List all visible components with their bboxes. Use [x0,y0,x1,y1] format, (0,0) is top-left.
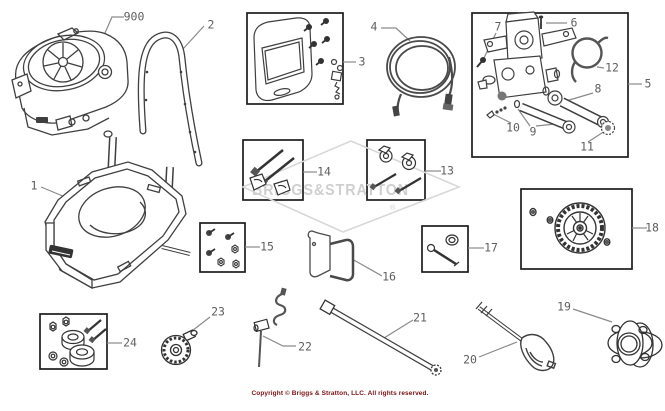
engine-illustration [11,27,129,138]
panel-valve-parts [330,58,344,100]
leader-11 [587,130,606,143]
frame-sticker [48,244,74,259]
bearing-kit-24 [48,316,107,367]
callout-3: 3 [358,54,366,69]
kit-17 [426,234,460,267]
callout-24: 24 [123,335,137,350]
leader-lines [40,16,647,358]
callout-4: 4 [370,19,378,34]
callout-5: 5 [644,76,652,91]
bolt-7 [476,57,486,68]
parts-10 [486,106,507,119]
wheel-illustration [529,202,611,254]
callout-18: 18 [645,220,659,235]
leader-4 [381,27,411,42]
callout-19: 19 [557,299,571,314]
watermark-diamond-icon [241,140,462,233]
hardware-kit-14 [249,149,295,196]
callout-1: 1 [30,178,38,193]
leader-21 [383,319,414,339]
watermark-brand: BRIGGS&STRATTON [252,182,409,199]
fastener-kit-15 [206,228,240,269]
callout-13: 13 [440,163,454,178]
nozzle-holder-illustration [607,320,663,368]
callout-900: 900 [123,9,145,24]
pump-illustration [476,11,616,136]
spray-gun-illustration [475,301,557,372]
handle-illustration [137,31,203,167]
cap-11 [600,120,616,136]
callout-2: 2 [207,17,215,32]
callout-22: 22 [298,339,312,354]
hose-12 [570,36,609,83]
callout-11: 11 [580,139,594,154]
callout-6: 6 [570,15,578,30]
callout-17: 17 [484,240,498,255]
leader-12 [596,66,605,69]
callout-23: 23 [211,304,225,319]
leader-19 [572,308,613,323]
callout-14: 14 [317,164,331,179]
hose-illustration [386,36,456,117]
callout-9: 9 [529,124,537,139]
screw-6 [538,15,544,29]
copyright-notice: Copyright © Briggs & Stratton, LLC. All … [251,390,429,397]
callout-8: 8 [594,81,602,96]
hose-hook-illustration [307,230,355,282]
tube-9 [513,99,576,134]
siphon-tube-illustration [253,287,287,368]
leader-16 [351,258,383,277]
callout-21: 21 [413,310,427,325]
leader-10 [492,113,512,124]
caster-illustration [160,329,198,366]
callout-12: 12 [605,60,619,75]
leader-9a [517,108,531,127]
callout-10: 10 [506,120,520,135]
callout-20: 20 [463,352,477,367]
leader-2 [182,25,205,50]
extension-tube-illustration [319,299,442,376]
watermark: BRIGGS&STRATTON ® [241,140,462,233]
frame-illustration [44,136,191,290]
watermark-registered-mark: ® [390,204,396,212]
group-box-17 [421,225,469,273]
hardware-kit-13 [369,145,422,195]
callout-15: 15 [260,239,274,254]
control-panel-illustration [253,17,344,102]
leader-8 [565,92,594,102]
callout-16: 16 [382,269,396,284]
leader-20 [478,341,518,358]
leader-22 [262,335,296,347]
callout-7: 7 [494,19,502,34]
